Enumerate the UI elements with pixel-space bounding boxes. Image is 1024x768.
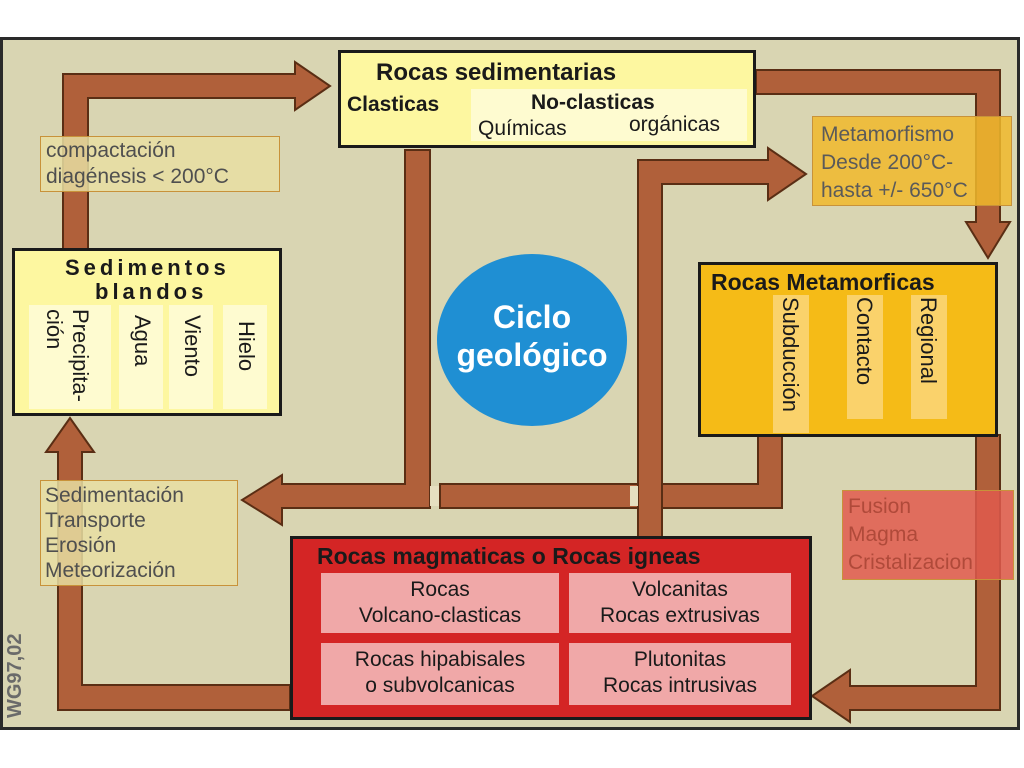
clastic-label: Clasticas [347, 93, 440, 116]
contact-label: Contacto [852, 297, 877, 386]
precipitation-label-1: Precipita- [68, 309, 93, 402]
soft-sediments-title-2: blandos [95, 279, 208, 304]
regional-label: Regional [916, 297, 941, 384]
ice-label: Hielo [234, 321, 259, 372]
sedimentation-label-box: Sedimentación Transporte Erosión Meteori… [40, 480, 238, 586]
soft-sediments-title-1: Sedimentos [65, 255, 230, 280]
magmatic-cell-1-line-2: Volcano-clasticas [358, 604, 522, 627]
sedimentation-line-4: Meteorización [45, 559, 176, 582]
sedimentation-line-2: Transporte [45, 509, 146, 532]
magmatic-cell-2-line-2: Rocas extrusivas [600, 604, 760, 627]
magmatic-cell-volcanoclastic: Rocas Volcano-clasticas [321, 573, 559, 633]
compaction-label-box: compactación diagénesis < 200°C [40, 136, 280, 192]
channel-gap-1 [430, 486, 439, 506]
channel-gap-2 [630, 486, 638, 506]
subduction-label: Subducción [778, 297, 803, 412]
compaction-line-2: diagénesis < 200°C [46, 165, 229, 188]
magmatic-cell-plutonites: Plutonitas Rocas intrusivas [569, 643, 791, 705]
fusion-label-box: Fusion Magma Cristalizacion [842, 490, 1014, 580]
non-clastic-panel [471, 89, 747, 141]
contact-cell [847, 295, 883, 419]
wind-label: Viento [180, 315, 205, 377]
metamorphism-line-2: Desde 200°C- [821, 151, 954, 174]
metamorphism-label-box: Metamorfismo Desde 200°C- hasta +/- 650°… [812, 116, 1012, 206]
sedimentation-line-1: Sedimentación [45, 484, 184, 507]
fusion-line-1: Fusion [848, 495, 912, 518]
circle-title-line-2: geológico [456, 337, 608, 373]
metamorphism-line-3: hasta +/- 650°C [821, 179, 968, 202]
sedimentation-line-3: Erosión [45, 534, 117, 557]
metamorphic-rocks-box: Rocas Metamorficas Subducción Contacto R… [698, 262, 998, 437]
soft-sediments-box: Sedimentos blandos Precipita- ción Agua … [12, 248, 282, 416]
metamorphism-line-1: Metamorfismo [821, 123, 955, 146]
precipitation-cell [29, 305, 111, 409]
geologic-cycle-circle: Ciclo geológico [437, 254, 627, 426]
magmatic-cell-3-line-1: Rocas hipabisales [354, 648, 526, 671]
organic-label: orgánicas [629, 113, 721, 136]
arrow-metamorphic-to-channel [439, 434, 783, 509]
water-cell [119, 305, 163, 409]
precipitation-label-2: ción [42, 309, 67, 350]
regional-cell [911, 295, 947, 419]
watermark-text: WG97,02 [4, 633, 26, 718]
water-label: Agua [130, 315, 155, 367]
subduction-cell [773, 295, 809, 433]
arrow-sedimentary-to-weathering [240, 149, 431, 527]
magmatic-cell-4-line-2: Rocas intrusivas [602, 674, 758, 697]
ice-cell [223, 305, 267, 409]
sedimentary-rocks-box: Rocas sedimentarias Clasticas No-clastic… [338, 50, 756, 148]
magmatic-cell-2-line-1: Volcanitas [632, 578, 728, 601]
fusion-line-3: Cristalizacion [848, 551, 973, 574]
magmatic-rocks-box: Rocas magmaticas o Rocas igneas Rocas Vo… [290, 536, 812, 720]
non-clastic-label: No-clasticas [531, 91, 655, 114]
arrow-magmatic-to-metamorphic [637, 146, 808, 541]
magmatic-cell-hypabyssal: Rocas hipabisales o subvolcanicas [321, 643, 559, 705]
magmatic-cell-1-line-1: Rocas [410, 578, 470, 601]
chemical-label: Químicas [478, 117, 567, 140]
magmatic-cell-4-line-1: Plutonitas [633, 648, 727, 671]
metamorphic-title: Rocas Metamorficas [711, 269, 935, 295]
circle-title-line-1: Ciclo [492, 299, 572, 335]
compaction-line-1: compactación [46, 139, 176, 162]
magmatic-title: Rocas magmaticas o Rocas igneas [317, 543, 701, 569]
magmatic-cell-3-line-2: o subvolcanicas [365, 674, 515, 697]
fusion-line-2: Magma [848, 523, 919, 546]
sedimentary-title: Rocas sedimentarias [376, 59, 617, 86]
magmatic-cell-volcanites: Volcanitas Rocas extrusivas [569, 573, 791, 633]
wind-cell [169, 305, 213, 409]
